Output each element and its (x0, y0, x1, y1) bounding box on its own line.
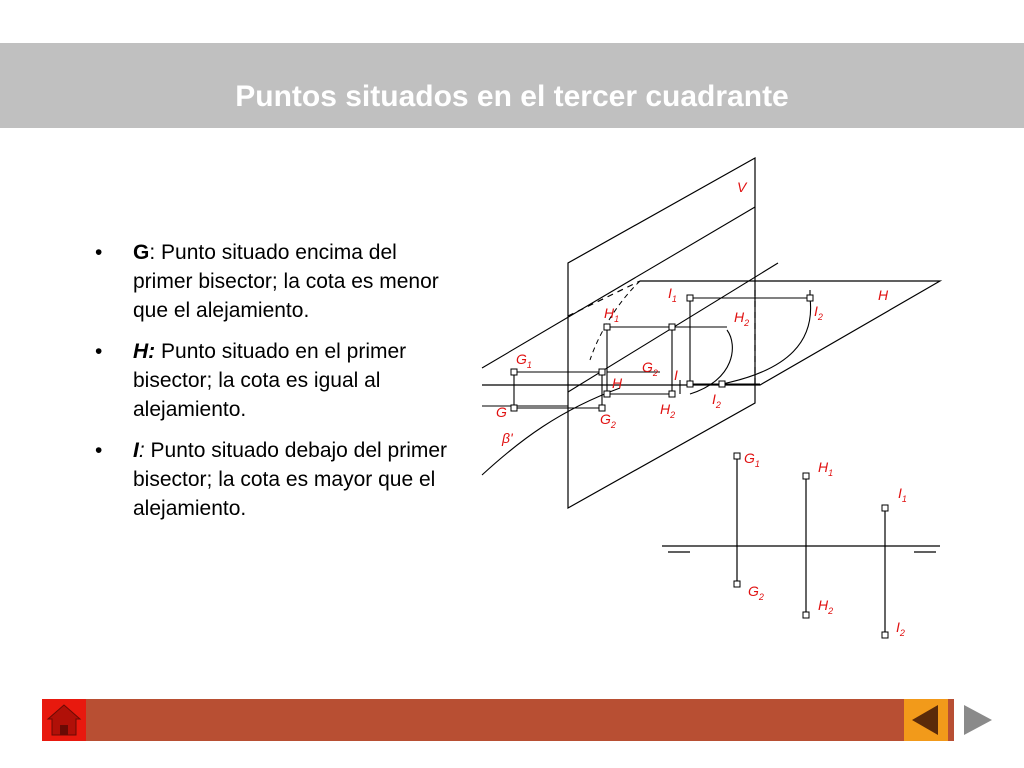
label-i: I (674, 367, 678, 383)
proj-h2 (802, 611, 810, 619)
point-g1 (510, 368, 518, 376)
proj-label-i2: I2 (896, 619, 905, 638)
proj-g1 (733, 452, 741, 460)
label-g: G (496, 404, 507, 420)
bullet-marker: • (95, 340, 103, 363)
point-hb (668, 323, 676, 331)
label-h: H (612, 375, 623, 391)
bisector-edge-top (481, 206, 756, 369)
label-h1: H1 (604, 305, 619, 324)
bullet-text: : Punto situado encima del primer bisect… (133, 241, 439, 322)
point-h1 (603, 323, 611, 331)
point-i1 (686, 294, 694, 302)
bullet-item-g: • G: Punto situado encima del primer bis… (95, 238, 450, 325)
vertical-plane (567, 156, 756, 510)
label-g2b: G2 (642, 359, 658, 378)
label-i1: I1 (668, 285, 677, 304)
point-h2 (668, 390, 676, 398)
proj-i2 (881, 631, 889, 639)
proj-label-h1: H1 (818, 459, 833, 478)
proj-label-h2: H2 (818, 597, 833, 616)
point-ib (806, 294, 814, 302)
home-button[interactable] (42, 699, 86, 741)
label-h2: H2 (660, 401, 675, 420)
home-icon (46, 704, 82, 736)
bullet-marker: • (95, 439, 103, 462)
footer-bar (42, 699, 954, 741)
bisector-edge-bottom (481, 387, 621, 476)
bullet-text: Punto situado debajo del primer bisector… (133, 439, 448, 520)
bullet-item-h: • H: Punto situado en el primer bisector… (95, 337, 450, 424)
horizontal-plane (482, 280, 943, 386)
bisector-hidden (589, 280, 641, 361)
bullet-item-i: • I: Punto situado debajo del primer bis… (95, 436, 450, 523)
bullet-colon: : (138, 439, 145, 462)
proj-h1 (802, 472, 810, 480)
point-h (603, 390, 611, 398)
point-g (510, 404, 518, 412)
label-g1: G1 (516, 351, 532, 370)
label-h-plane: H (878, 287, 889, 303)
g-construction (513, 371, 603, 409)
proj-label-g2: G2 (748, 583, 764, 602)
projection-diagram: V H β' G1 G G2 G2 H H1 H2 H2 I I1 I2 I2 … (481, 156, 943, 639)
i-construction (690, 290, 811, 299)
title-bar (0, 43, 1024, 128)
label-i2: I2 (814, 303, 823, 322)
bullet-text: Punto situado en el primer bisector; la … (133, 340, 407, 421)
point-i (686, 380, 694, 388)
next-button[interactable] (956, 699, 1000, 741)
proj-i1 (881, 504, 889, 512)
slide-title: Puntos situados en el tercer cuadrante (235, 80, 789, 113)
bullet-term: G (133, 241, 150, 264)
point-gb (598, 368, 606, 376)
point-i2 (718, 380, 726, 388)
triangle-right-icon (964, 705, 992, 735)
bullet-marker: • (95, 241, 103, 264)
label-v: V (737, 179, 748, 195)
bullet-list: • G: Punto situado encima del primer bis… (95, 238, 450, 535)
proj-label-i1: I1 (898, 485, 907, 504)
label-i2b: I2 (712, 391, 721, 410)
triangle-left-icon (912, 705, 938, 735)
proj-g2 (733, 580, 741, 588)
bullet-term: H: (133, 340, 156, 363)
label-bisector: β' (501, 430, 514, 446)
label-g2: G2 (600, 411, 616, 430)
i-arc (721, 297, 812, 385)
previous-button[interactable] (904, 699, 948, 741)
proj-label-g1: G1 (744, 450, 760, 469)
h-arc (689, 329, 733, 395)
bullet-term: I (133, 439, 139, 462)
label-h2b: H2 (734, 309, 749, 328)
point-g2 (598, 404, 606, 412)
